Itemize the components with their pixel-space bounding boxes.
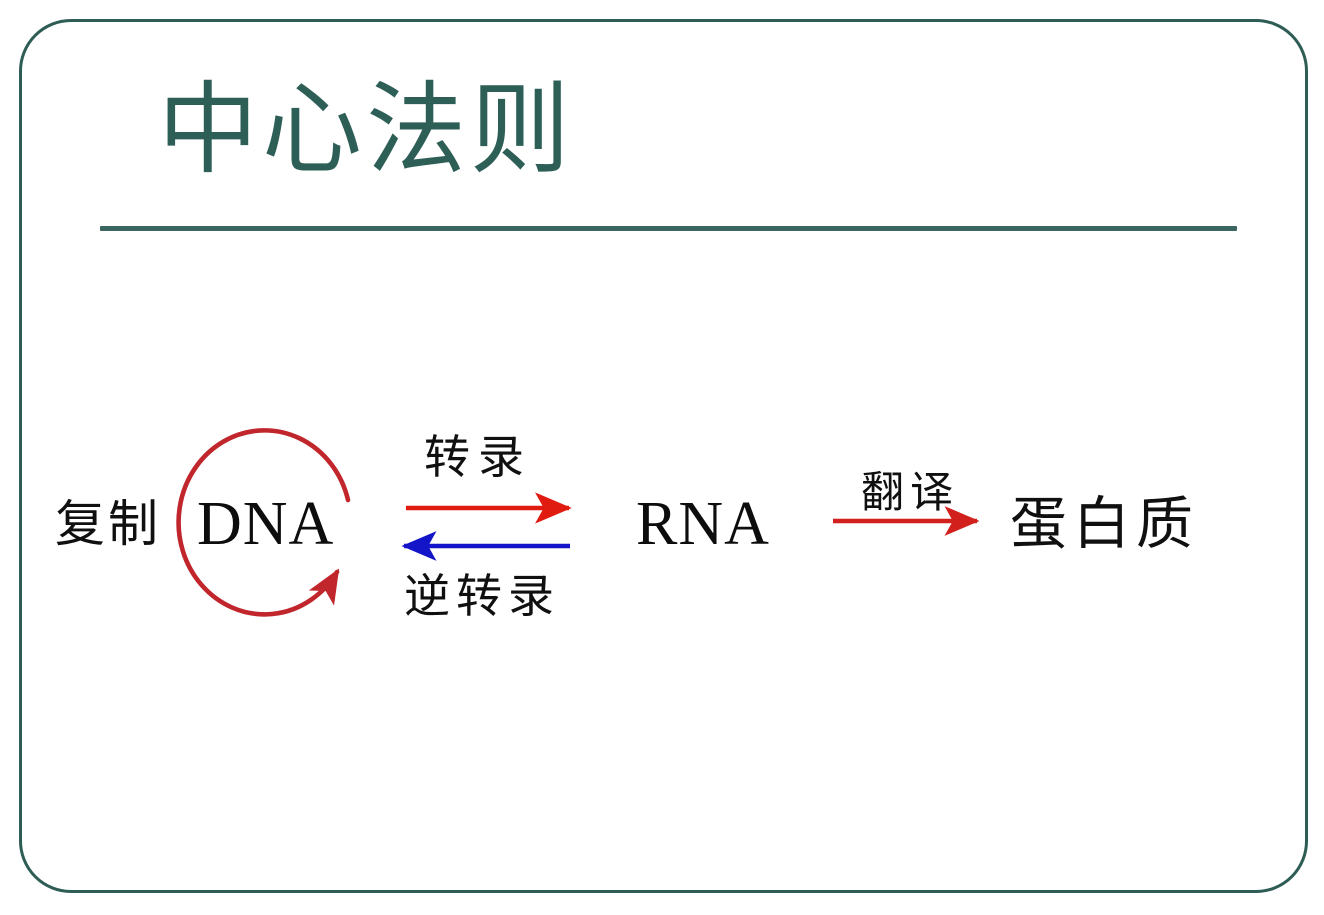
edge-label-reverse-transcription: 逆转录 xyxy=(404,569,560,623)
title-divider-rule xyxy=(100,226,1237,231)
edge-label-translation: 翻译 xyxy=(861,468,959,518)
node-rna: RNA xyxy=(636,490,770,558)
page-title: 中心法则 xyxy=(158,75,574,186)
slide-border-frame xyxy=(19,19,1308,893)
node-protein: 蛋白质 xyxy=(1010,491,1199,557)
edge-label-transcription: 转录 xyxy=(424,430,532,484)
edge-label-replication: 复制 xyxy=(55,495,161,553)
node-dna: DNA xyxy=(197,490,335,558)
